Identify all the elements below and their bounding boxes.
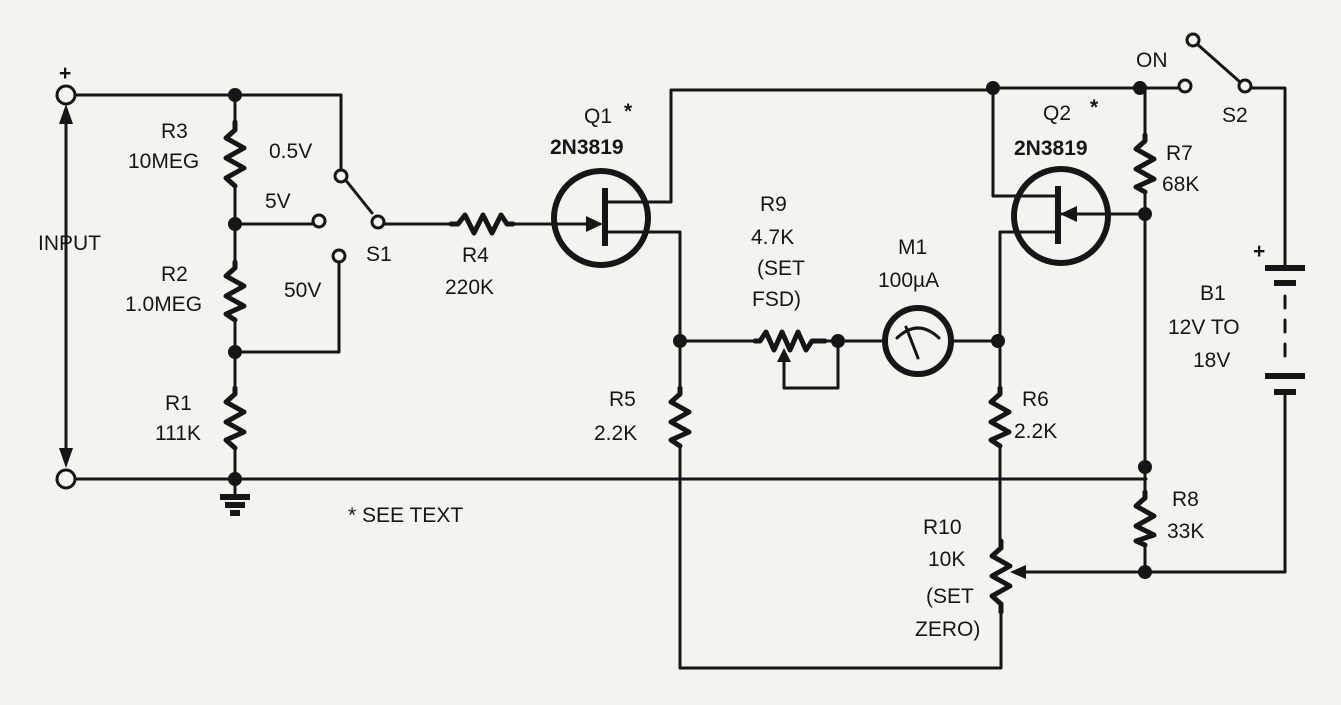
s2-label: S2: [1222, 104, 1248, 127]
switch-terminals: [311, 32, 1253, 264]
r10-note-label-2: ZERO): [915, 618, 980, 641]
q2-jfet: [1011, 166, 1111, 266]
q1-name-label: Q1: [584, 105, 612, 128]
labels: + INPUT R3 10MEG R2 1.0MEG R1 111K 0.5V …: [38, 49, 1265, 641]
input-arrow-up-icon: [59, 104, 73, 124]
r7-value-label: 68K: [1162, 173, 1199, 196]
q1-star-label: *: [624, 100, 633, 123]
r10-resistor-icon: [989, 538, 1013, 615]
r4-value-label: 220K: [445, 276, 494, 299]
b1-value-label-1: 12V TO: [1168, 316, 1240, 339]
r9-name-label: R9: [760, 193, 787, 216]
r7-resistor-icon: [1133, 132, 1157, 195]
s1-terminal-50v: [331, 248, 347, 264]
range-5v-label: 5V: [265, 190, 291, 213]
input-plus-label: +: [59, 62, 71, 85]
s2-on-terminal: [1177, 78, 1193, 94]
s1-common-terminal: [370, 214, 386, 230]
r1-value-label: 111K: [155, 422, 201, 445]
r7-name-label: R7: [1166, 142, 1193, 165]
input-minus-terminal: [55, 468, 77, 490]
r5-name-label: R5: [609, 388, 636, 411]
r3-name-label: R3: [161, 120, 188, 143]
r4-resistor-icon: [448, 212, 516, 236]
m1-value-label: 100µA: [878, 269, 939, 292]
q1-gate-arrow-icon: [586, 216, 603, 232]
m1-name-label: M1: [898, 236, 927, 259]
r1-resistor-icon: [223, 385, 247, 451]
r10-wiper-arrow-icon: [1010, 565, 1026, 579]
r2-resistor-icon: [223, 259, 247, 323]
r9-note-label-2: FSD): [752, 288, 801, 311]
r8-name-label: R8: [1172, 488, 1199, 511]
r5-resistor-icon: [668, 385, 692, 449]
r4-name-label: R4: [462, 244, 489, 267]
r10-potentiometer: [989, 538, 1026, 615]
r10-note-label-1: (SET: [926, 585, 974, 608]
r1-name-label: R1: [165, 392, 192, 415]
r8-resistor-icon: [1133, 489, 1157, 548]
on-label: ON: [1136, 49, 1168, 72]
q2-body-icon: [1011, 166, 1111, 266]
r9-resistor-icon: [752, 329, 828, 353]
b1-battery: [1265, 255, 1305, 395]
s1-label: S1: [366, 243, 392, 266]
r2-value-label: 1.0MEG: [125, 293, 202, 316]
m1-meter: [882, 305, 954, 377]
r6-name-label: R6: [1022, 388, 1049, 411]
meter-body-icon: [882, 305, 954, 377]
input-terminals: [55, 84, 77, 490]
q2-gate-arrow-icon: [1060, 206, 1077, 222]
input-plus-terminal: [55, 84, 77, 106]
s1-terminal-5v: [311, 213, 327, 229]
r10-name-label: R10: [923, 516, 962, 539]
q1-jfet: [551, 168, 654, 268]
ground-icon: [220, 477, 250, 516]
r9-potentiometer: [752, 329, 828, 362]
r6-resistor-icon: [988, 385, 1012, 449]
b1-name-label: B1: [1200, 282, 1226, 305]
b1-plus-label: +: [1253, 240, 1265, 263]
see-text-note: * SEE TEXT: [348, 504, 463, 527]
range-50v-label: 50V: [284, 279, 321, 302]
q1-part-label: 2N3819: [550, 136, 624, 159]
r5-value-label: 2.2K: [594, 422, 637, 445]
r9-note-label-1: (SET: [757, 257, 805, 280]
input-label: INPUT: [38, 232, 101, 255]
range-05v-label: 0.5V: [269, 140, 312, 163]
resistors: [223, 119, 1157, 548]
r10-value-label: 10K: [928, 548, 965, 571]
s2-common-terminal: [1237, 78, 1253, 94]
r3-value-label: 10MEG: [128, 150, 199, 173]
s2-blade-tip: [1185, 32, 1201, 48]
r8-value-label: 33K: [1167, 520, 1204, 543]
input-arrow-down-icon: [59, 448, 73, 468]
q2-part-label: 2N3819: [1014, 137, 1088, 160]
r2-name-label: R2: [161, 263, 188, 286]
q2-name-label: Q2: [1043, 102, 1071, 125]
meter-scale-icon: [895, 326, 941, 340]
r9-value-label: 4.7K: [751, 226, 794, 249]
b1-value-label-2: 18V: [1193, 349, 1230, 372]
q1-body-icon: [551, 168, 651, 268]
q2-star-label: *: [1090, 96, 1099, 119]
s1-terminal-05v: [333, 168, 349, 184]
wires: [72, 42, 1287, 670]
r9-wiper-arrow-icon: [777, 348, 791, 362]
junction-dots: [228, 81, 1152, 579]
r3-resistor-icon: [223, 119, 247, 189]
r6-value-label: 2.2K: [1014, 420, 1057, 443]
meter-needle-icon: [904, 325, 920, 360]
